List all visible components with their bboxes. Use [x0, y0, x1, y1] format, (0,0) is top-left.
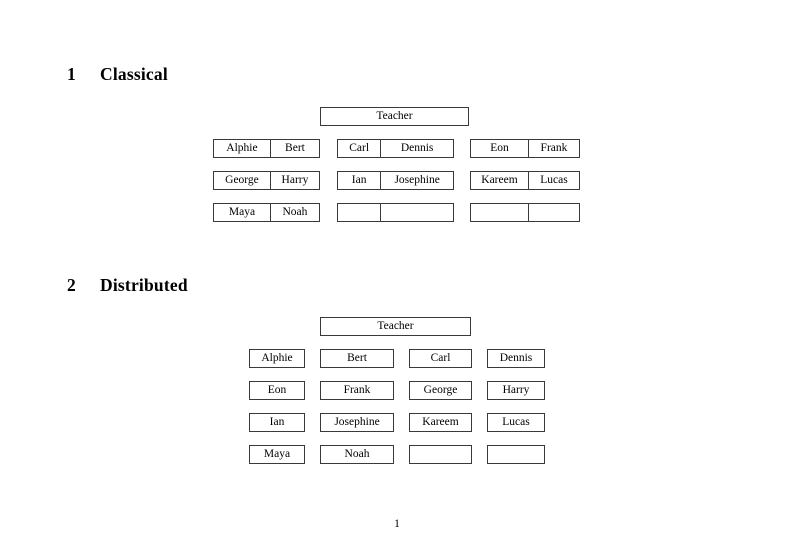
- student-group-row[interactable]: Kareem Lucas: [470, 171, 580, 190]
- student-box-empty[interactable]: [487, 445, 545, 464]
- student-box[interactable]: Noah: [320, 445, 394, 464]
- student-cell[interactable]: Lucas: [527, 172, 579, 189]
- student-cell[interactable]: Harry: [269, 172, 319, 189]
- student-box[interactable]: Carl: [409, 349, 472, 368]
- student-cell-empty[interactable]: [338, 204, 380, 221]
- student-box[interactable]: George: [409, 381, 472, 400]
- student-cell[interactable]: Dennis: [380, 140, 453, 157]
- student-box[interactable]: Frank: [320, 381, 394, 400]
- student-group-row[interactable]: Eon Frank: [470, 139, 580, 158]
- section-heading-classical: 1 Classical: [67, 64, 168, 84]
- page-number: 1: [394, 518, 400, 530]
- student-group-row[interactable]: Maya Noah: [213, 203, 320, 222]
- section-title: Classical: [100, 64, 168, 84]
- student-cell[interactable]: Kareem: [481, 173, 518, 186]
- student-group-row[interactable]: Alphie Bert: [213, 139, 320, 158]
- teacher-box-classical[interactable]: Teacher: [320, 107, 469, 126]
- student-box[interactable]: Ian: [249, 413, 305, 432]
- student-box[interactable]: Dennis: [487, 349, 545, 368]
- student-cell[interactable]: Alphie: [226, 141, 258, 154]
- student-box[interactable]: Alphie: [249, 349, 305, 368]
- student-box[interactable]: Harry: [487, 381, 545, 400]
- student-box[interactable]: Josephine: [320, 413, 394, 432]
- student-box[interactable]: Kareem: [409, 413, 472, 432]
- student-cell-empty[interactable]: [527, 204, 579, 221]
- student-group-row[interactable]: Ian Josephine: [337, 171, 454, 190]
- student-cell-empty[interactable]: [471, 204, 528, 221]
- student-group-row-empty[interactable]: [470, 203, 580, 222]
- student-box[interactable]: Lucas: [487, 413, 545, 432]
- student-cell[interactable]: Bert: [269, 140, 319, 157]
- section-heading-distributed: 2 Distributed: [67, 275, 188, 295]
- student-cell[interactable]: Eon: [490, 141, 509, 154]
- student-cell[interactable]: Ian: [351, 173, 367, 186]
- student-box[interactable]: Bert: [320, 349, 394, 368]
- section-number: 2: [67, 275, 76, 295]
- student-cell[interactable]: Frank: [527, 140, 579, 157]
- student-cell[interactable]: Josephine: [380, 172, 453, 189]
- student-box[interactable]: Eon: [249, 381, 305, 400]
- student-cell[interactable]: Maya: [228, 205, 256, 218]
- student-cell-empty[interactable]: [380, 204, 453, 221]
- student-box[interactable]: Maya: [249, 445, 305, 464]
- student-cell[interactable]: George: [225, 173, 259, 186]
- section-number: 1: [67, 64, 76, 84]
- student-group-row[interactable]: George Harry: [213, 171, 320, 190]
- section-title: Distributed: [100, 275, 188, 295]
- student-cell[interactable]: Carl: [349, 141, 370, 154]
- student-group-row-empty[interactable]: [337, 203, 454, 222]
- teacher-box-distributed[interactable]: Teacher: [320, 317, 471, 336]
- student-cell[interactable]: Noah: [269, 204, 319, 221]
- student-group-row[interactable]: Carl Dennis: [337, 139, 454, 158]
- student-box-empty[interactable]: [409, 445, 472, 464]
